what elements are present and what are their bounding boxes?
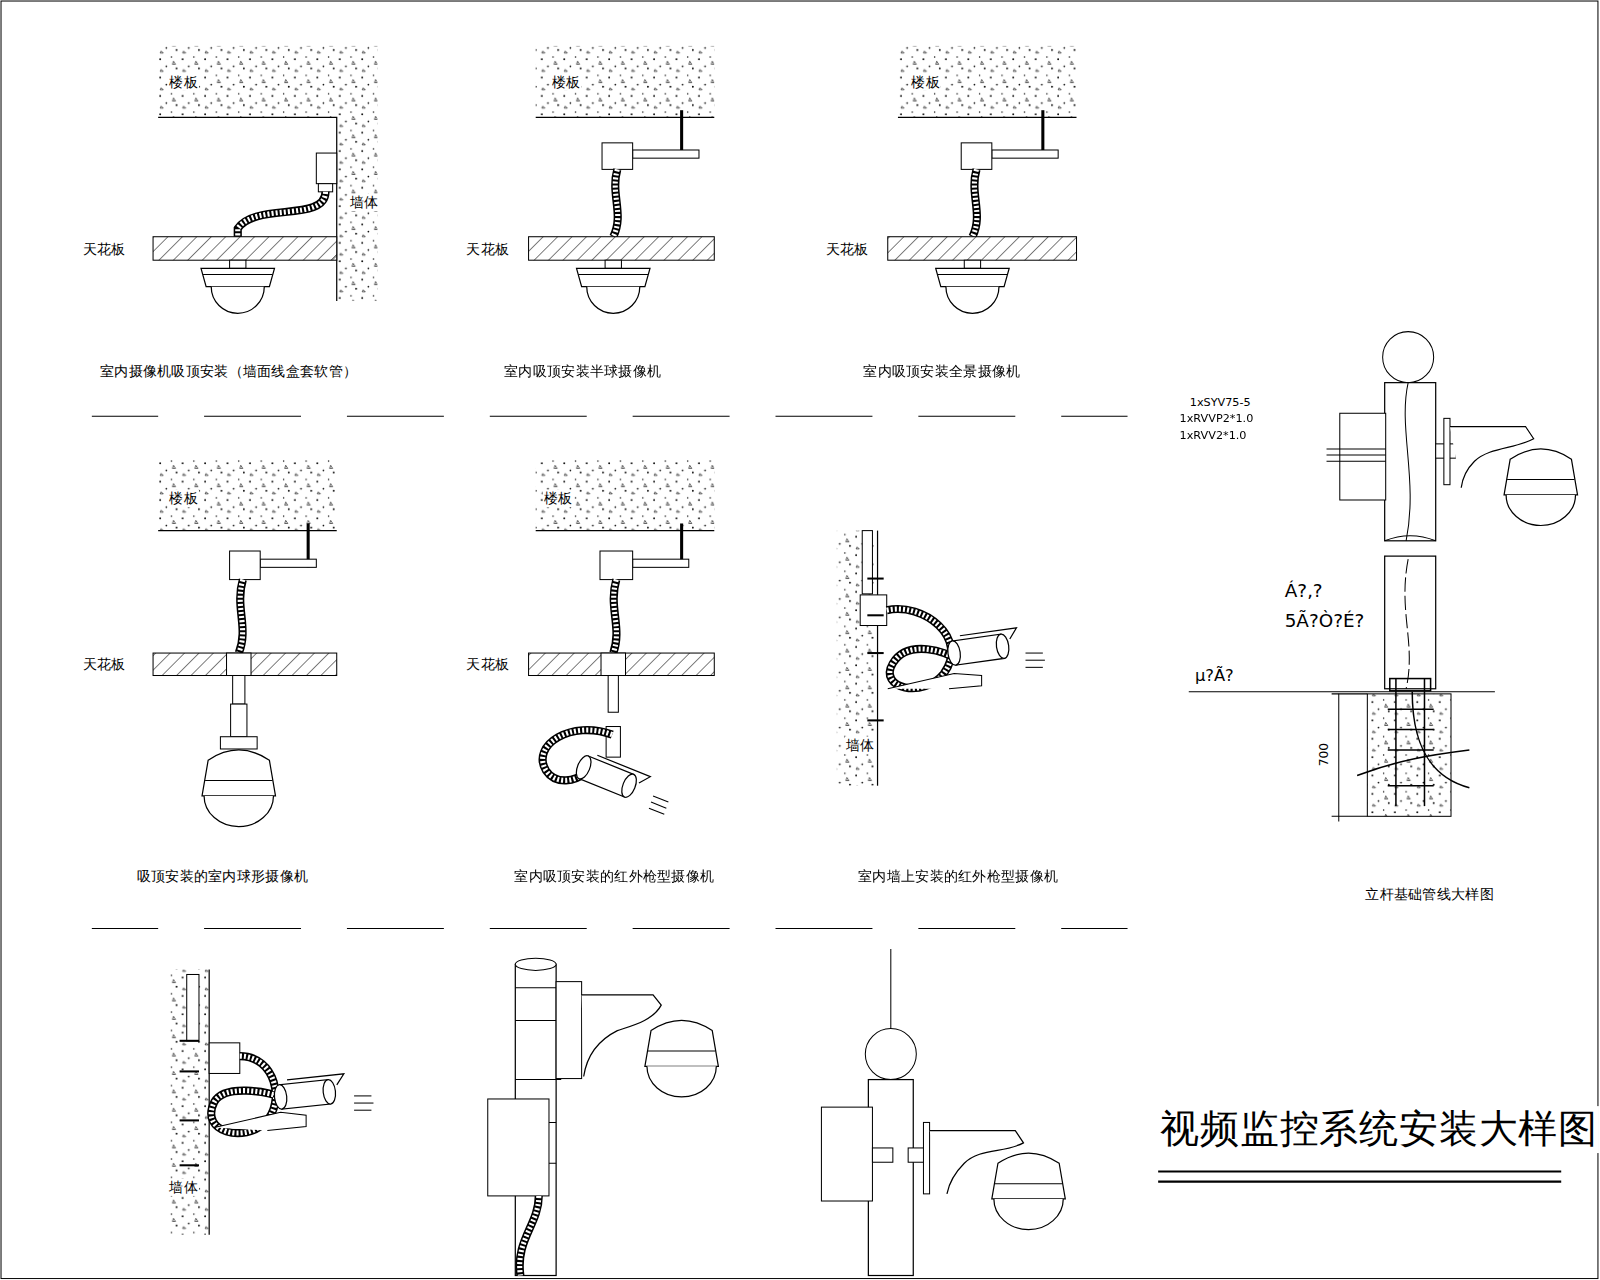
label: 天花板	[465, 241, 510, 258]
label: 1xSYV75-5	[1189, 396, 1252, 409]
label: µ?Ã?	[1194, 665, 1235, 685]
drawing-title: 视频监控系统安装大样图	[1159, 1106, 1599, 1153]
label: 1xRVV2*1.0	[1179, 429, 1248, 442]
label: 室内摄像机吸顶安装（墙面线盒套软管）	[99, 362, 358, 379]
label: 天花板	[82, 656, 127, 673]
label: 楼板	[543, 490, 574, 507]
label: 700	[1316, 742, 1331, 767]
label: 楼板	[168, 490, 199, 507]
label: 楼板	[910, 73, 941, 90]
label: 室内墙上安装的红外枪型摄像机	[857, 867, 1059, 884]
label: 墙体	[168, 1179, 199, 1196]
label: Á?‚?	[1284, 580, 1324, 602]
label: 楼板	[551, 73, 582, 90]
label: 5Ã?Ò?É?	[1284, 609, 1366, 631]
label: 天花板	[824, 241, 869, 258]
label: 吸顶安装的室内球形摄像机	[136, 867, 309, 884]
label: 1xRVVP2*1.0	[1179, 412, 1255, 425]
label: 室内吸顶安装半球摄像机	[503, 362, 662, 379]
label: 立杆基础管线大样图	[1364, 886, 1495, 903]
label: 天花板	[82, 241, 127, 258]
label: 室内吸顶安装全景摄像机	[862, 362, 1021, 379]
label: 墙体	[349, 194, 380, 211]
label: 天花板	[465, 656, 510, 673]
label: 室内吸顶安装的红外枪型摄像机	[513, 867, 715, 884]
label: 楼板	[168, 73, 199, 90]
label: 墙体	[845, 737, 876, 754]
